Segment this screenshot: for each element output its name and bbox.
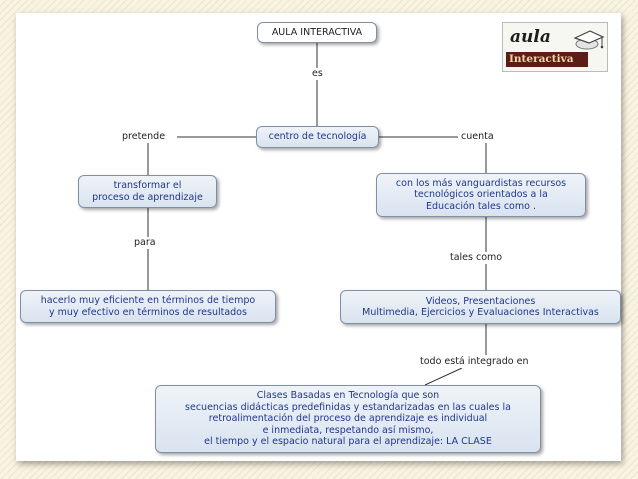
link-label-para: para [131, 237, 159, 249]
link-label-es: es [309, 68, 326, 80]
aula-interactiva-logo: aula Interactiva [502, 22, 608, 72]
link-label-tales-como: tales como [447, 252, 506, 264]
link-label-pretende: pretende [119, 131, 169, 143]
graduation-cap-icon [573, 30, 605, 50]
node-eficiente: hacerlo muy eficiente en términos de tie… [20, 290, 276, 323]
node-clases: Clases Basadas en Tecnología que son sec… [155, 385, 541, 453]
logo-word-top: aula [510, 27, 551, 47]
link-label-cuenta: cuenta [458, 131, 497, 143]
node-videos: Videos, Presentaciones Multimedia, Ejerc… [340, 290, 621, 324]
node-transformar: transformar el proceso de aprendizaje [78, 175, 217, 208]
node-centro-tecnologia: centro de tecnología [256, 126, 379, 148]
link-label-integrado: todo está integrado en [417, 356, 532, 368]
node-aula-interactiva: AULA INTERACTIVA [257, 22, 377, 43]
logo-word-bottom: Interactiva [506, 52, 588, 67]
node-recursos: con los más vanguardistas recursos tecno… [376, 173, 586, 217]
line-integrado-clases [424, 367, 463, 386]
